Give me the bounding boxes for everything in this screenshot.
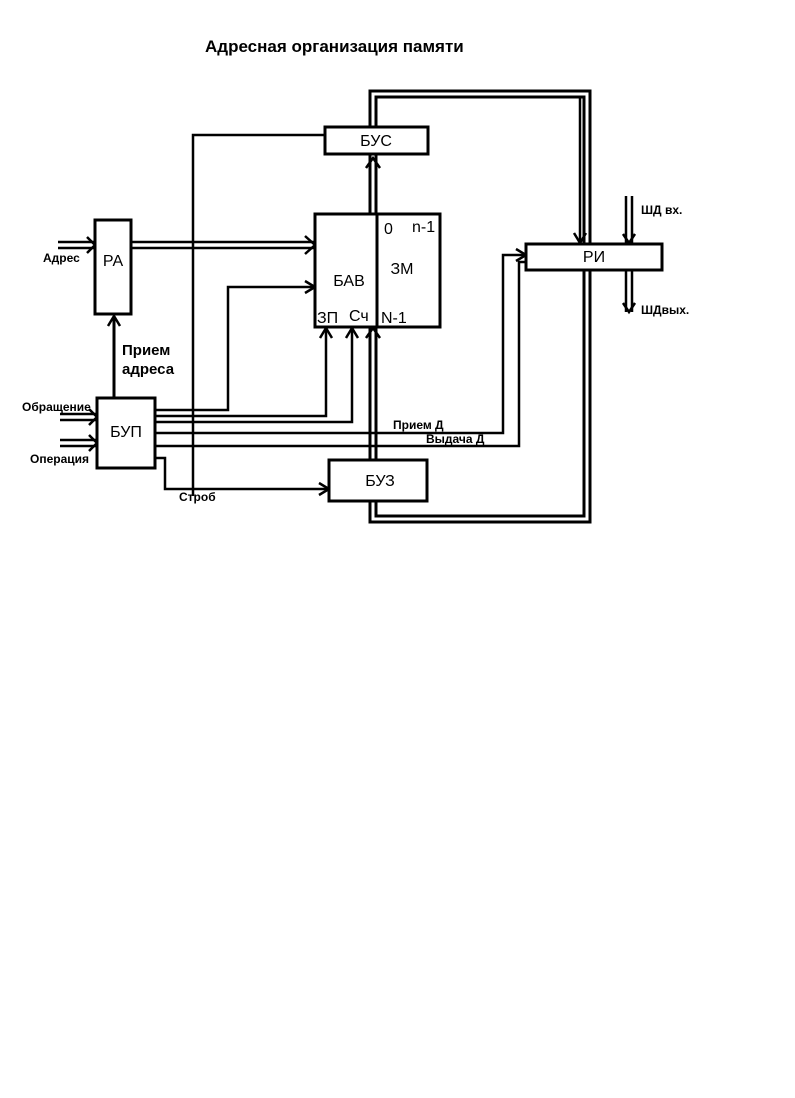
block-bav: БАВ ЗП Сч (313, 212, 379, 329)
block-ra: РА (93, 218, 133, 316)
priem-adresa-label-2: адреса (122, 361, 175, 378)
strob-label: Строб (179, 490, 216, 504)
zm-n1-label: n-1 (412, 219, 435, 236)
shd-vyx-label: ШДвых. (641, 303, 689, 317)
block-ri: РИ (524, 242, 664, 272)
priem-adresa-label-1: Прием (122, 342, 170, 359)
adres-label: Адрес (43, 251, 80, 265)
zm-N1-label: N-1 (381, 310, 407, 327)
block-buz: БУЗ (327, 458, 429, 503)
bup-to-ra-line (106, 313, 122, 398)
bav-zp-label: ЗП (317, 310, 338, 327)
block-ri-label: РИ (583, 249, 605, 266)
bup-to-bav-line (155, 279, 318, 412)
diagram-title: Адресная организация памяти (205, 37, 464, 56)
block-zm: 0 n-1 ЗМ N-1 (375, 212, 442, 329)
vydacha-d-label: Выдача Д (426, 432, 485, 446)
bup-to-zp-line (155, 325, 334, 418)
bup-to-sch-line (155, 325, 360, 424)
bav-sch-label: Сч (349, 308, 369, 325)
priem-d-label: Прием Д (393, 418, 444, 432)
strob-to-bus-line (191, 133, 325, 496)
bup-inputs (60, 408, 99, 452)
block-buz-label: БУЗ (365, 473, 395, 490)
shd-vx-label: ШД вх. (641, 203, 682, 217)
block-bup-label: БУП (110, 424, 142, 441)
obrashchenie-label: Обращение (22, 400, 91, 414)
shd-vyx-lines (621, 270, 637, 315)
operatsiya-label: Операция (30, 452, 89, 466)
block-bav-label: БАВ (333, 273, 365, 290)
block-bus-label: БУС (360, 133, 392, 150)
block-zm-label: ЗМ (391, 261, 414, 278)
shd-vx-lines (621, 196, 637, 246)
zm-0-label: 0 (384, 221, 393, 238)
block-bus: БУС (323, 125, 430, 156)
vydacha-d-line (155, 260, 526, 448)
ra-to-bav-lines (131, 235, 317, 255)
block-ra-label: РА (103, 253, 124, 270)
block-bup: БУП (95, 396, 157, 470)
